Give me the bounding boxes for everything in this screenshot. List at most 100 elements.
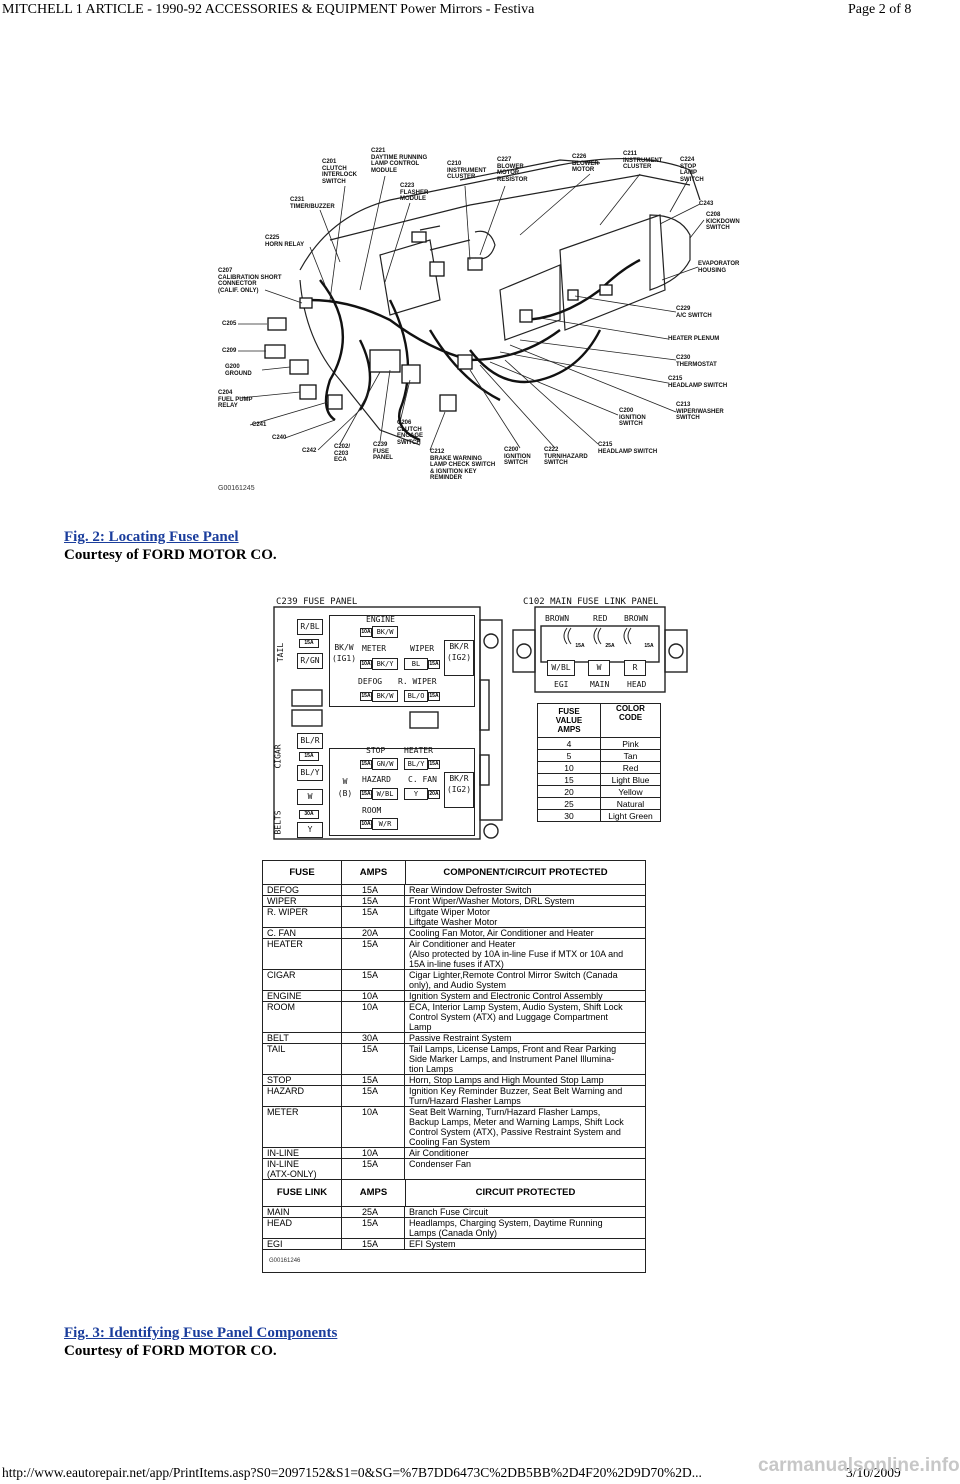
color-row-code: Natural	[600, 797, 661, 810]
callout-c215-upper: C215 HEADLAMP SWITCH	[668, 376, 728, 389]
fuse-w: W	[297, 789, 323, 805]
fuse-wiper-bl: BL	[404, 658, 428, 670]
footer-url: http://www.eautorepair.net/app/PrintItem…	[2, 1465, 702, 1480]
callout-c243: C243	[699, 201, 714, 207]
label-defog: DEFOG	[358, 677, 383, 686]
callout-c224: C224 STOP LAMP SWITCH	[680, 157, 704, 183]
fig3-caption-link[interactable]: Fig. 3: Identifying Fuse Panel Component…	[64, 1325, 338, 1341]
fuse-hazard-wbl: W/BL	[372, 788, 398, 800]
callout-c230: C230 THERMOSTAT	[676, 355, 717, 368]
fuse-meter-amp: 10A	[360, 660, 372, 669]
fuse-table-header-protected: COMPONENT/CIRCUIT PROTECTED	[405, 861, 645, 884]
fuse-protected: Horn, Stop Lamps and High Mounted Stop L…	[404, 1075, 645, 1085]
callout-c209: C209	[222, 348, 237, 354]
link-w-box: W	[588, 660, 610, 676]
color-row-amps: 20	[537, 785, 601, 798]
label-meter: METER	[362, 644, 387, 653]
fuse-protected: Front Wiper/Washer Motors, DRL System	[404, 896, 645, 906]
color-row-code: Yellow	[600, 785, 661, 798]
color-row-code: Red	[600, 761, 661, 774]
label-heater: HEATER	[404, 746, 433, 755]
fuse-name: METER	[267, 1107, 299, 1117]
fuse-amps: 10A	[341, 1107, 404, 1147]
fuse-r-bl: R/BL	[297, 619, 323, 635]
fuse-amps: 15A	[341, 939, 404, 969]
connector-w-b: W (B)	[337, 777, 353, 798]
fuse-amps: 15A	[341, 1159, 404, 1179]
fuse-protected: Liftgate Wiper Motor Liftgate Washer Mot…	[404, 907, 645, 927]
fuse-name: HAZARD	[267, 1086, 305, 1096]
callout-c205: C205	[222, 321, 237, 327]
fuse-name: CIGAR	[267, 970, 296, 980]
fuse-amps: 15A	[341, 1075, 404, 1085]
link-egi-amp: 15A	[572, 643, 588, 652]
fuse-protected: Cooling Fan Motor, Air Conditioner and H…	[404, 928, 645, 938]
fig3-courtesy: Courtesy of FORD MOTOR CO.	[64, 1343, 277, 1359]
link-r-box: R	[624, 660, 646, 676]
color-row-amps: 10	[537, 761, 601, 774]
callout-c212: C212 BRAKE WARNING LAMP CHECK SWITCH & I…	[430, 449, 496, 481]
fuse-name: BELT	[267, 1033, 289, 1043]
fuse-name: IN-LINE	[267, 1148, 300, 1158]
fuse-amps: 15A	[341, 907, 404, 927]
fuse-cfan-amp: 20A	[428, 790, 440, 799]
callout-c242: C242	[302, 448, 317, 454]
fuse-name: DEFOG	[267, 885, 300, 895]
fuse-protected: Ignition System and Electronic Control A…	[404, 991, 645, 1001]
page-number: Page 2 of 8	[848, 2, 912, 17]
color-row-amps: 25	[537, 797, 601, 810]
connector-bkr-ig2-upper: BK/R (IG2)	[444, 640, 474, 676]
label-stop: STOP	[366, 746, 386, 755]
fuse-amps: 15A	[341, 1086, 404, 1106]
fuse-defog-amp: 15A	[360, 692, 372, 701]
link-protected: Headlamps, Charging System, Daytime Runn…	[404, 1218, 645, 1238]
fuse-protected: Ignition Key Reminder Buzzer, Seat Belt …	[404, 1086, 645, 1106]
color-table-header-code: COLOR CODE	[600, 703, 661, 738]
color-row-code: Light Green	[600, 809, 661, 822]
fuse-bl-y: BL/Y	[297, 765, 323, 781]
callout-c229: C229 A/C SWITCH	[676, 306, 712, 319]
fuse-amps: 10A	[341, 1148, 404, 1158]
fuse-name: ENGINE	[267, 991, 302, 1001]
callout-c241: C241	[252, 422, 267, 428]
label-room: ROOM	[362, 806, 382, 815]
fuse-panel-outline	[273, 606, 688, 840]
fuse-amps: 15A	[341, 1044, 404, 1074]
fuse-stop-gnw: GN/W	[372, 758, 398, 770]
label-engine: ENGINE	[366, 615, 395, 624]
fuse-cfan-y: Y	[404, 788, 428, 800]
fuse-protected: ECA, Interior Lamp System, Audio System,…	[404, 1002, 645, 1032]
fuse-wiper-amp: 15A	[428, 660, 440, 669]
color-row-amps: 30	[537, 809, 601, 822]
dashboard-locator-diagram	[238, 157, 705, 451]
callout-c208-kickdown: C208 KICKDOWN SWITCH	[706, 212, 740, 231]
callout-c201: C201 CLUTCH INTERLOCK SWITCH	[322, 159, 357, 185]
label-hazard: HAZARD	[362, 775, 391, 784]
fuse-amps: 20A	[341, 928, 404, 938]
link-name: HEAD	[267, 1218, 293, 1228]
fig2-caption-link[interactable]: Fig. 2: Locating Fuse Panel	[64, 529, 239, 545]
callout-c206: C206 CLUTCH ENGAGE SWITCH	[397, 420, 424, 446]
fuse-circuit-table: FUSE AMPS COMPONENT/CIRCUIT PROTECTED DE…	[262, 860, 646, 1273]
link-table-header-fuse-link: FUSE LINK	[276, 1187, 328, 1198]
fuse-heater-bly: BL/Y	[404, 758, 428, 770]
callout-c213: C213 WIPER/WASHER SWITCH	[676, 402, 724, 421]
fuse-name: WIPER	[267, 896, 297, 906]
fuse-engine-amp: 10A	[360, 628, 372, 637]
fuse-bl-r: BL/R	[297, 733, 323, 749]
fuse-room-amp: 10A	[360, 820, 372, 829]
connector-bkw-ig1: BK/W (IG1)	[331, 643, 357, 663]
callout-c211: C211 INSTRUMENT CLUSTER	[623, 151, 663, 170]
fuse-stop-amp: 15A	[360, 760, 372, 769]
color-row-amps: 5	[537, 749, 601, 762]
link-brown-left: BROWN	[545, 614, 570, 623]
